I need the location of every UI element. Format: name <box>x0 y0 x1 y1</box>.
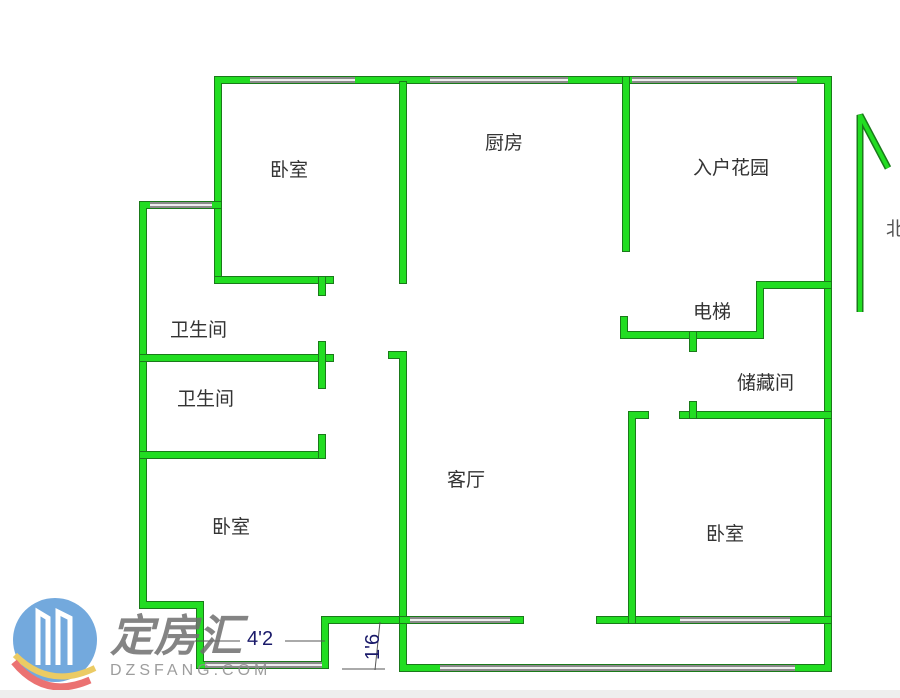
watermark-url: DZSFANG.COM <box>110 662 272 679</box>
wall <box>621 282 831 338</box>
dimension-width: 4'2 <box>247 628 274 650</box>
wall <box>139 201 407 669</box>
wall <box>215 77 831 671</box>
room-label-bedroom: 卧室 <box>212 516 251 538</box>
room-label-storage: 储藏间 <box>737 372 795 394</box>
room-label-elevator: 电梯 <box>693 301 732 323</box>
room-label-bathroom: 卫生间 <box>177 388 235 410</box>
dimension-depth: 1'6 <box>362 633 384 660</box>
north-label: 北 <box>886 218 900 240</box>
north-arrow <box>856 113 892 312</box>
watermark-logo <box>11 598 97 691</box>
dimension-lines <box>195 621 385 671</box>
wall <box>629 412 648 623</box>
room-label-living-room: 客厅 <box>447 469 486 491</box>
bottom-bar <box>0 690 900 698</box>
room-label-kitchen: 厨房 <box>485 132 524 154</box>
room-label-bedroom: 卧室 <box>270 159 309 181</box>
room-label-bathroom: 卫生间 <box>170 319 228 341</box>
room-label-entry-garden: 入户花园 <box>693 157 770 179</box>
watermark-brand: 定房汇 <box>110 611 242 662</box>
room-label-bedroom: 卧室 <box>706 523 745 545</box>
wall <box>140 202 406 668</box>
